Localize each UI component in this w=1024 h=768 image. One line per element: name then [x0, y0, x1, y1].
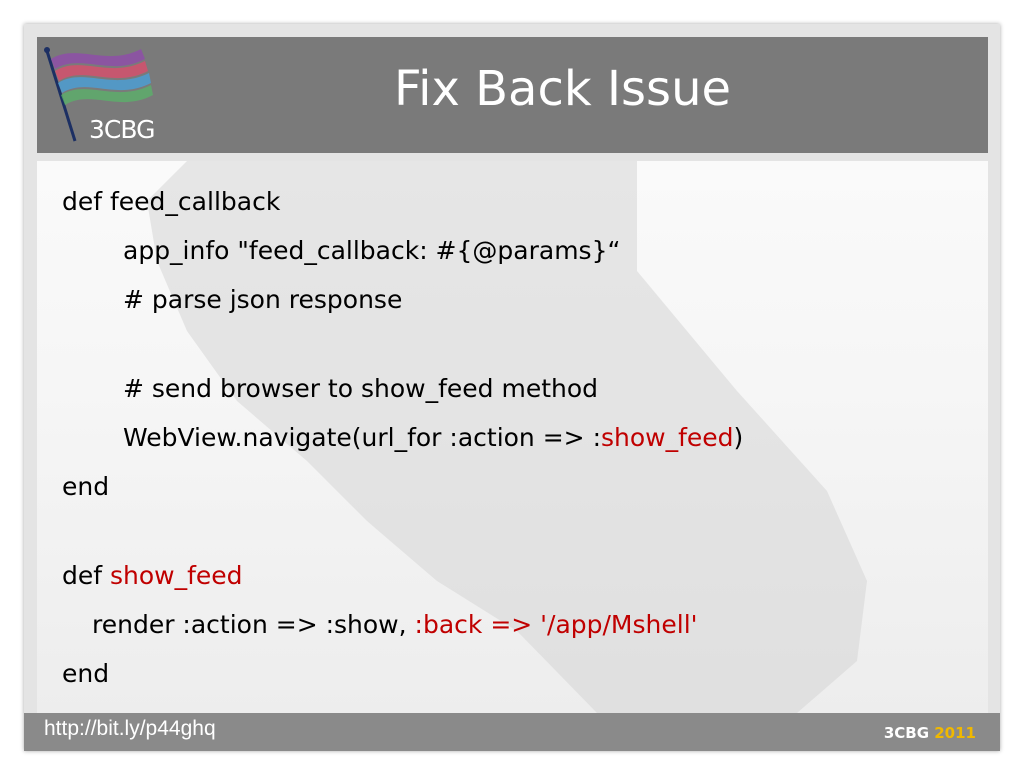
code-line: def show_feed: [62, 551, 968, 600]
logo-text: 3CBG: [89, 115, 155, 144]
code-line: WebView.navigate(url_for :action => :sho…: [62, 413, 968, 462]
code-line: app_info "feed_callback: #{@params}“: [123, 236, 621, 265]
footer-brand-name: 3CBG: [883, 724, 930, 742]
code-line: # send browser to show_feed method: [123, 374, 599, 403]
code-line: # parse json response: [123, 285, 403, 314]
blank-line: [62, 511, 968, 551]
code-text: render :action => :show,: [92, 610, 415, 639]
footer-url-link[interactable]: http://bit.ly/p44ghq: [44, 717, 216, 740]
flag-logo-icon: 3CBG: [37, 37, 177, 153]
code-text: WebView.navigate(url_for :action => :: [123, 423, 601, 452]
code-line: def feed_callback: [62, 187, 281, 216]
slide-header: 3CBG Fix Back Issue: [37, 37, 988, 153]
code-text: ): [733, 423, 744, 452]
footer-year: 2011: [934, 724, 976, 742]
code-block: def feed_callback app_info "feed_callbac…: [62, 177, 968, 698]
california-map-watermark: [147, 161, 867, 713]
blank-line: [62, 324, 968, 364]
slide: 3CBG Fix Back Issue def feed_callback ap…: [24, 24, 1000, 751]
code-line: render :action => :show, :back => '/app/…: [62, 600, 968, 649]
code-highlight: show_feed: [601, 423, 734, 452]
code-text: def: [62, 561, 110, 590]
code-line: end: [62, 472, 110, 501]
slide-title: Fix Back Issue: [393, 61, 732, 117]
code-line: end: [62, 659, 110, 688]
code-highlight: :back => '/app/Mshell': [414, 610, 698, 639]
content-area: def feed_callback app_info "feed_callbac…: [37, 161, 988, 713]
slide-footer: http://bit.ly/p44ghq 3CBG 2011: [24, 713, 1000, 751]
footer-brand: 3CBG 2011: [884, 724, 976, 742]
code-highlight: show_feed: [110, 561, 243, 590]
